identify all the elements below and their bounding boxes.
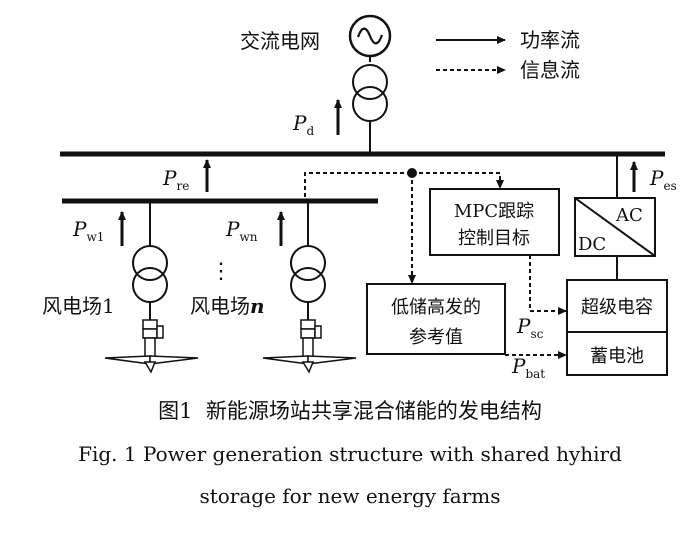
mpc-line2: 控制目标 [458, 228, 530, 249]
pw1-label: Pw1 [72, 217, 104, 244]
pd-label: Pd [292, 111, 314, 138]
caption-chinese-fig: 图1 [158, 399, 193, 423]
farm1-label: 风电场1 [42, 294, 115, 318]
info-flow-lines [280, 172, 567, 359]
farmn-turbine-icon [262, 319, 357, 374]
legend-info-label: 信息流 [520, 58, 580, 82]
caption-chinese-title: 新能源场站共享混合储能的发电结构 [205, 399, 542, 423]
legend: 功率流 信息流 [436, 28, 580, 82]
supercap-label: 超级电容 [581, 297, 653, 318]
info-junction [407, 168, 417, 178]
reference-line2: 参考值 [409, 327, 463, 348]
caption-english-line1: Fig. 1 Power generation structure with s… [78, 442, 622, 466]
farm1-turbine-icon [104, 319, 199, 374]
converter-ac-label: AC [615, 205, 643, 226]
acdc-converter: AC DC [574, 197, 656, 257]
ac-source-icon [348, 14, 392, 58]
farmn-label: 风电场n [190, 294, 265, 318]
farmn-transformer-icon [290, 245, 326, 303]
pes-label: Pes [649, 166, 677, 193]
pwn-label: Pwn [225, 217, 258, 244]
legend-power-label: 功率流 [520, 28, 580, 52]
farm1-transformer-icon [132, 245, 168, 303]
storage-block: 超级电容 蓄电池 [566, 279, 668, 376]
mpc-box: MPC跟踪 控制目标 [429, 188, 560, 256]
caption-english-line2: storage for new energy farms [199, 484, 501, 508]
mpc-line1: MPC跟踪 [454, 201, 534, 222]
grid-transformer-icon [352, 64, 388, 122]
battery-label: 蓄电池 [590, 346, 644, 367]
converter-dc-label: DC [578, 234, 606, 255]
reference-box: 低储高发的 参考值 [366, 283, 506, 355]
pre-label: Pre [162, 166, 189, 193]
pbat-label: Pbat [511, 354, 545, 381]
reference-line1: 低储高发的 [391, 297, 481, 318]
farm-ellipsis: ⋮ [210, 259, 232, 284]
psc-label: Psc [516, 314, 544, 341]
grid-label: 交流电网 [240, 29, 320, 53]
caption-chinese: 图1 新能源场站共享混合储能的发电结构 [0, 395, 700, 425]
